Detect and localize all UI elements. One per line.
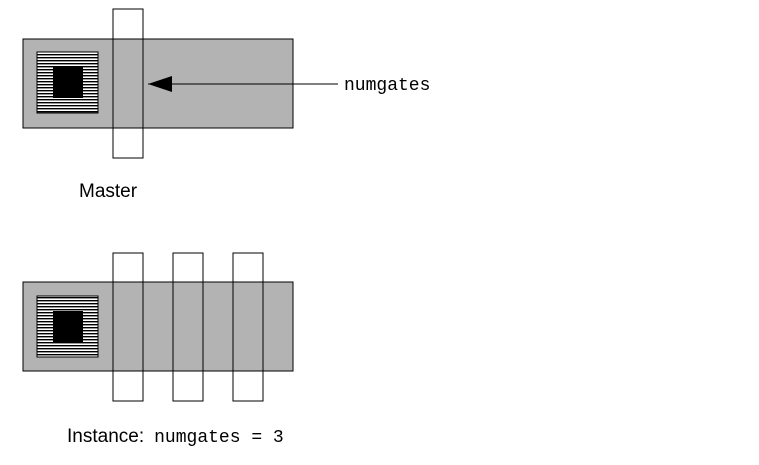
instance-caption-prefix: Instance: — [67, 426, 144, 447]
instance-caption-param: numgates = 3 — [154, 428, 284, 448]
instance-gate — [112, 252, 144, 402]
instance-cell — [22, 252, 294, 402]
instance-gate — [172, 252, 204, 402]
instance-caption: Instance: numgates = 3 — [67, 426, 284, 448]
instance-gate — [232, 252, 264, 402]
instance-contact — [53, 311, 83, 342]
instance-gates — [112, 252, 264, 402]
master-caption: Master — [79, 181, 138, 202]
master-cell — [22, 8, 338, 159]
annotation-label: numgates — [344, 76, 430, 96]
master-gate — [112, 8, 144, 159]
master-contact — [53, 67, 83, 98]
annotation-arrowhead — [148, 76, 172, 92]
